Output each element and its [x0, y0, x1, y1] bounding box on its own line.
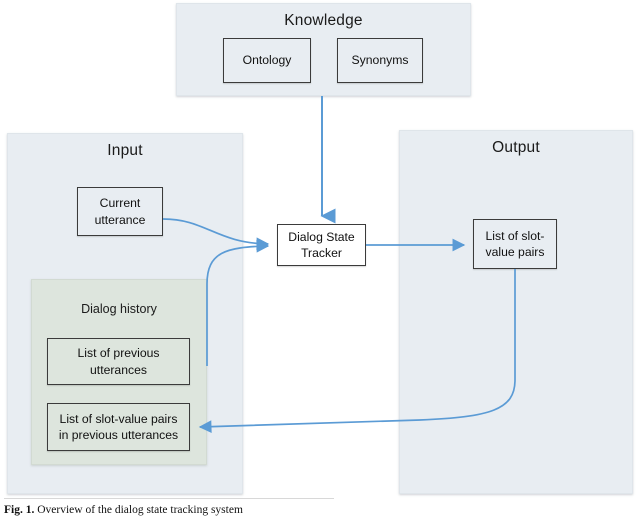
input-panel-title: Input — [107, 142, 143, 159]
knowledge-panel: Knowledge — [176, 3, 471, 96]
dialog-history-title: Dialog history — [81, 302, 157, 316]
node-output-slot-value-pairs: List of slot- value pairs — [473, 219, 557, 269]
node-ontology-label: Ontology — [242, 53, 292, 68]
node-synonyms: Synonyms — [337, 38, 423, 83]
caption-text: Overview of the dialog state tracking sy… — [37, 504, 243, 516]
node-previous-slot-value-pairs-label: List of slot-value pairs in previous utt… — [58, 411, 179, 442]
node-previous-utterances-label: List of previous utterances — [77, 346, 160, 377]
node-current-utterance-label: Current utterance — [94, 196, 146, 227]
node-dialog-state-tracker: Dialog State Tracker — [277, 224, 366, 266]
output-panel: Output — [399, 130, 633, 494]
node-previous-slot-value-pairs: List of slot-value pairs in previous utt… — [47, 403, 190, 451]
node-current-utterance: Current utterance — [77, 187, 163, 236]
caption-prefix: Fig. 1. — [4, 504, 35, 516]
node-output-slot-value-pairs-label: List of slot- value pairs — [485, 228, 545, 259]
output-panel-title: Output — [492, 139, 540, 156]
caption-rule — [4, 498, 334, 499]
node-ontology: Ontology — [223, 38, 311, 83]
node-synonyms-label: Synonyms — [351, 53, 409, 68]
node-previous-utterances: List of previous utterances — [47, 338, 190, 385]
node-dialog-state-tracker-label: Dialog State Tracker — [288, 229, 355, 260]
knowledge-panel-title: Knowledge — [284, 12, 363, 29]
figure-caption: Fig. 1. Overview of the dialog state tra… — [4, 504, 636, 516]
